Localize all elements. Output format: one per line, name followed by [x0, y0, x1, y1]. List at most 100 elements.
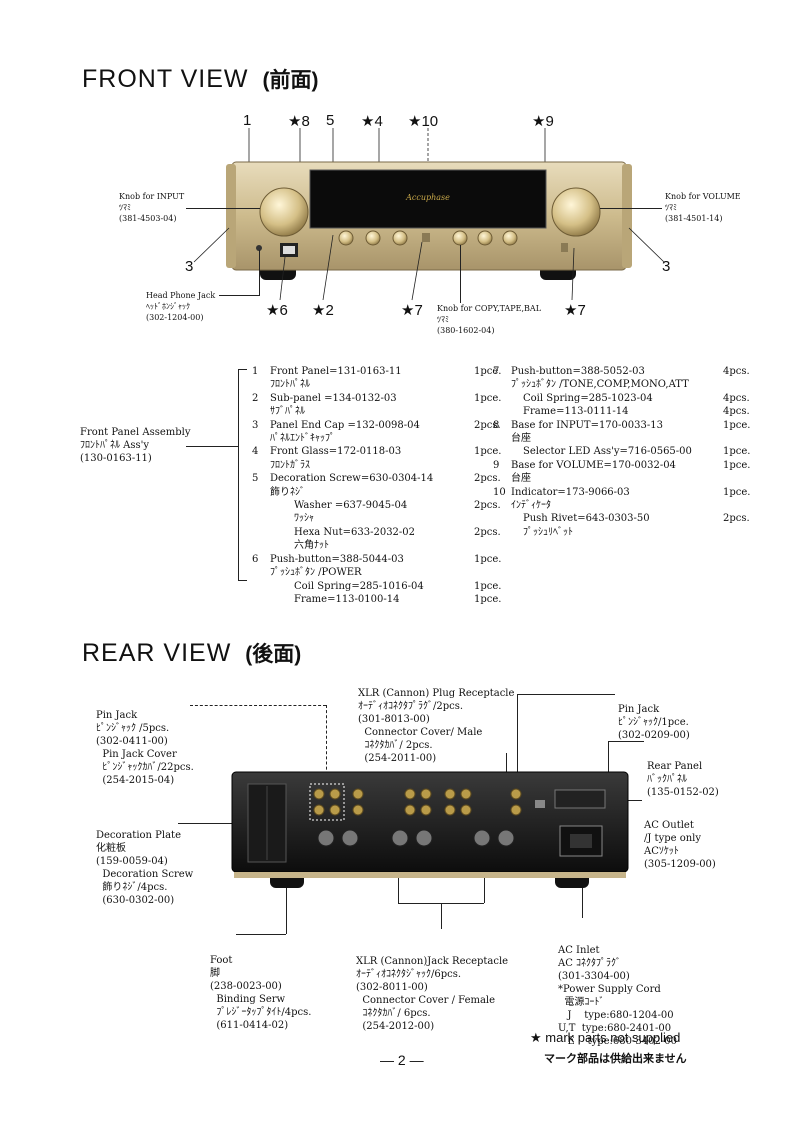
part-name: Indicator=173-9066-03	[511, 486, 630, 498]
part-qty: 1pce.	[474, 446, 502, 458]
callout-6: ★6	[266, 302, 288, 319]
part-number	[493, 405, 511, 418]
part-row: 台座	[493, 432, 750, 445]
callout-3-left: 3	[185, 258, 194, 275]
part-qty: 2pcs.	[474, 473, 501, 485]
part-qty: 1pce.	[723, 459, 751, 471]
front-view-title: FRONT VIEW(前面)	[82, 65, 319, 93]
callout-7a: ★7	[401, 302, 423, 319]
part-qty	[723, 472, 750, 485]
rear-amplifier-image	[231, 771, 629, 888]
part-number: 9	[493, 459, 500, 471]
part-name: Base for VOLUME=170-0032-04	[511, 459, 676, 471]
part-row: 台座	[493, 472, 750, 485]
part-number: 7	[493, 366, 500, 377]
part-number	[252, 432, 270, 445]
part-name: ﾊﾟﾈﾙｴﾝﾄﾞｷｬｯﾌﾟ	[270, 433, 335, 445]
not-supplied-note: ★ mark parts not supplied	[530, 1030, 681, 1045]
part-name: ｻﾌﾞﾊﾟﾈﾙ	[270, 406, 305, 418]
part-name: Frame=113-0100-14	[294, 593, 400, 605]
part-number: 4	[252, 446, 259, 458]
part-qty	[723, 378, 750, 391]
part-name: Panel End Cap =132-0098-04	[270, 419, 420, 431]
part-qty: 4pcs.	[723, 366, 750, 377]
callout-10: ★10	[408, 113, 439, 130]
part-number	[252, 539, 270, 552]
part-number	[493, 499, 511, 512]
part-qty: 1pce.	[474, 366, 502, 377]
part-row: ｻﾌﾞﾊﾟﾈﾙ	[252, 405, 501, 418]
part-name: Hexa Nut=633-2032-02	[294, 526, 416, 538]
part-qty: 1pce.	[474, 580, 502, 592]
part-number	[252, 512, 270, 525]
part-row: 飾りﾈｼﾞ	[252, 486, 501, 499]
part-qty	[723, 499, 750, 512]
part-number	[493, 445, 511, 458]
part-qty	[723, 526, 750, 539]
part-number: 6	[252, 553, 259, 565]
part-number	[252, 566, 270, 579]
part-number	[252, 486, 270, 499]
part-number	[252, 378, 270, 391]
part-name: Front Glass=172-0118-03	[270, 446, 402, 458]
part-qty: 2pcs.	[474, 526, 501, 538]
part-row: 7 Push-button=388-5052-03 4pcs.	[493, 365, 750, 378]
part-name: ﾌﾟｯｼｭﾘﾍﾞｯﾄ	[523, 526, 573, 538]
part-number: 8	[493, 419, 500, 431]
part-name: ﾌﾟｯｼｭﾎﾞﾀﾝ /TONE,COMP,MONO,ATT	[511, 379, 689, 391]
callout-3-right: 3	[662, 258, 671, 275]
part-number	[252, 580, 270, 593]
part-row: 4 Front Glass=172-0118-03 1pce.	[252, 445, 501, 458]
part-number: 3	[252, 419, 259, 431]
part-name: 台座	[511, 473, 531, 485]
callout-2: ★2	[312, 302, 334, 319]
part-row: Washer =637-9045-04 2pcs.	[252, 499, 501, 512]
part-number	[252, 499, 270, 512]
part-row: 9 Base for VOLUME=170-0032-04 1pce.	[493, 459, 750, 472]
part-name: Push-button=388-5052-03	[511, 366, 645, 377]
part-row: ﾌﾟｯｼｭﾘﾍﾞｯﾄ	[493, 526, 750, 539]
part-name: ﾜｯｼｬ	[294, 513, 314, 525]
part-qty: 2pcs.	[723, 513, 750, 525]
part-qty: 2pcs.	[474, 419, 501, 431]
part-number	[252, 526, 270, 539]
part-row: ｲﾝﾃﾞｨｹｰﾀ	[493, 499, 750, 512]
part-name: Coil Spring=285-1016-04	[294, 580, 424, 592]
part-name: Coil Spring=285-1023-04	[523, 392, 653, 404]
part-row: Hexa Nut=633-2032-02 2pcs.	[252, 526, 501, 539]
callout-4: ★4	[361, 113, 383, 130]
front-amplifier-image: Accuphase	[193, 128, 665, 301]
part-number	[493, 378, 511, 391]
part-qty: 4pcs.	[723, 406, 750, 418]
parts-list-right: 7 Push-button=388-5052-03 4pcs. ﾌﾟｯｼｭﾎﾞﾀﾝ /…	[493, 365, 750, 539]
part-row: Frame=113-0111-14 4pcs.	[493, 405, 750, 418]
part-row: ﾌﾟｯｼｭﾎﾞﾀﾝ /POWER	[252, 566, 501, 579]
callout-1: 1	[243, 112, 252, 129]
part-qty: 2pcs.	[474, 500, 501, 512]
part-name: Washer =637-9045-04	[294, 500, 408, 512]
part-name: ﾌﾟｯｼｭﾎﾞﾀﾝ /POWER	[270, 567, 362, 579]
page-number: — 2 —	[380, 1052, 424, 1068]
part-name: Frame=113-0111-14	[523, 406, 629, 418]
part-name: Push-button=388-5044-03	[270, 553, 404, 565]
part-number	[493, 472, 511, 485]
part-name: 台座	[511, 433, 531, 445]
rear-view-title: REAR VIEW(後面)	[82, 639, 302, 667]
brand-logo: Accuphase	[405, 193, 450, 202]
